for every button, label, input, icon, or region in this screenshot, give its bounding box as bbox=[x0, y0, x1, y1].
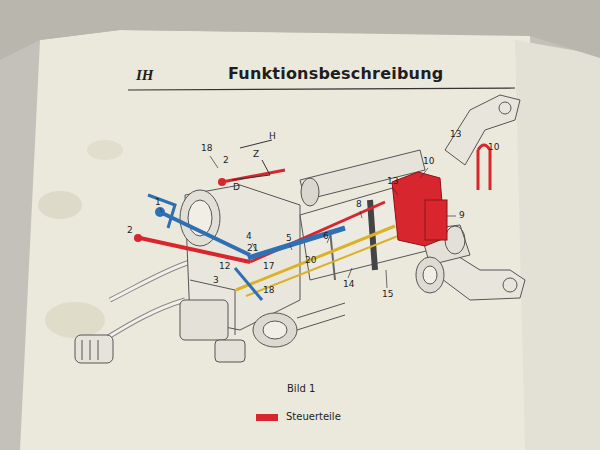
legend-swatch bbox=[256, 414, 278, 421]
callout-number: 18 bbox=[262, 286, 275, 295]
callout-number: 13 bbox=[386, 177, 399, 186]
callout-number: 3 bbox=[212, 276, 220, 285]
callout-number: 5 bbox=[285, 234, 293, 243]
callout-number: 18 bbox=[200, 144, 213, 153]
brand-logo: IH bbox=[136, 68, 154, 83]
callout-number: 6 bbox=[322, 232, 330, 241]
callout-number: 20 bbox=[304, 256, 317, 265]
stain bbox=[38, 191, 82, 219]
legend-entry: Steuerteile bbox=[256, 412, 341, 422]
callout-number: D bbox=[232, 183, 241, 192]
callout-number: 12 bbox=[218, 262, 231, 271]
callout-number: 21 bbox=[246, 244, 259, 253]
machine-drawing bbox=[75, 95, 525, 363]
callout-number: 15 bbox=[381, 290, 394, 299]
page-title: Funktionsbeschreibung bbox=[228, 66, 443, 82]
leader-lines bbox=[160, 156, 456, 288]
callout-number: Z bbox=[252, 150, 260, 159]
callout-number: 4 bbox=[245, 232, 253, 241]
callout-number: 8 bbox=[355, 200, 363, 209]
callout-number: 13 bbox=[449, 130, 462, 139]
control-linkage bbox=[134, 140, 490, 300]
callout-number: 2 bbox=[222, 156, 230, 165]
callout-number: 9 bbox=[458, 211, 466, 220]
header-rule bbox=[128, 88, 515, 90]
figure-caption: Bild 1 bbox=[287, 384, 315, 394]
facing-page bbox=[515, 40, 600, 450]
stain bbox=[87, 140, 123, 160]
callout-number: 14 bbox=[342, 280, 355, 289]
callout-number: H bbox=[268, 132, 277, 141]
background bbox=[0, 0, 600, 60]
stain bbox=[45, 302, 105, 338]
callout-number: 2 bbox=[126, 226, 134, 235]
legend-text: Steuerteile bbox=[286, 412, 341, 422]
callout-number: 10 bbox=[487, 143, 500, 152]
book-page bbox=[20, 30, 540, 450]
callout-number: 1 bbox=[154, 198, 162, 207]
callout-number: 10 bbox=[422, 157, 435, 166]
callout-number: 17 bbox=[262, 262, 275, 271]
